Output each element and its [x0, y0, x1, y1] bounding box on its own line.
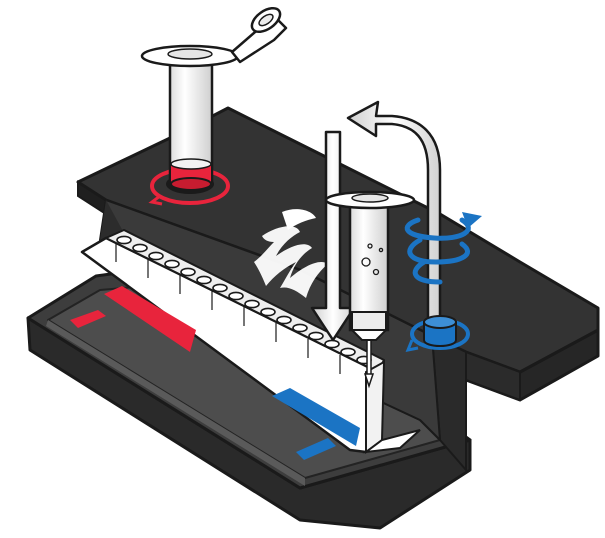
tray-blue-marker	[296, 438, 336, 460]
blue-knob	[405, 315, 470, 353]
syringe-icon	[324, 190, 416, 389]
blue-rotation-spiral	[404, 217, 471, 285]
down-arrow-icon	[310, 130, 356, 342]
strip-red-band	[104, 286, 196, 352]
strip-blue-band	[272, 388, 360, 446]
reservoir-tube	[140, 6, 288, 206]
test-strip	[80, 229, 421, 454]
well-row	[116, 235, 372, 365]
tray-red-marker	[70, 310, 106, 328]
brand-logo-icon	[254, 209, 328, 298]
rotate-arrow-icon	[346, 100, 442, 322]
